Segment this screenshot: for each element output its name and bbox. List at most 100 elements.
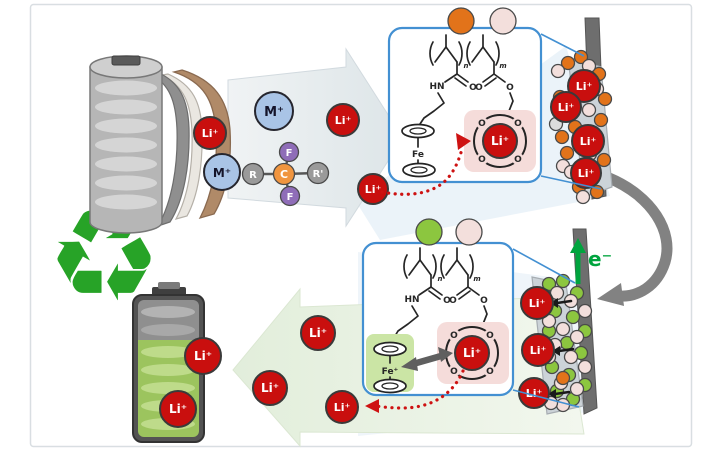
repeat-n-label: n [464, 62, 469, 70]
metal-ion: M⁺ [254, 91, 294, 131]
particle [596, 152, 612, 168]
li-ion-label: Li⁺ [558, 101, 575, 114]
oxygen-label: O [450, 367, 458, 377]
callout-line [512, 248, 576, 284]
particle [569, 381, 585, 397]
particle [565, 309, 581, 325]
li-ion-label: Li⁺ [261, 381, 279, 395]
li-ion: Li⁺ [300, 315, 336, 351]
li-ion-label: Li⁺ [576, 80, 593, 93]
oxygen-label: O [449, 296, 457, 306]
li-ion: Li⁺ [518, 377, 550, 409]
li-ion-label: Li⁺ [530, 344, 547, 357]
polymer-capture-box: n m O HN O O Fe [387, 26, 543, 184]
particle [559, 145, 575, 161]
li-ion: Li⁺ [193, 116, 227, 150]
r-prime-label: R' [313, 169, 324, 180]
carbon-label: C [280, 168, 288, 181]
particle [577, 303, 593, 319]
r-group-label: R [249, 170, 257, 181]
particle [554, 129, 570, 145]
ferrocenium-label: Fe⁺ [382, 367, 399, 377]
oxygen-label: O [469, 83, 477, 93]
oxygen-label: O [486, 331, 494, 341]
r-prime-group-atom: R' [306, 161, 330, 185]
particle [597, 91, 613, 107]
particle-cluster [537, 273, 593, 413]
fluorinated-molecule: F F R R' C [241, 141, 330, 207]
li-ion: Li⁺ [326, 103, 360, 137]
fluorine-atom: F [278, 141, 300, 163]
polymer-release-box: n m O HN O O Fe⁺ [361, 241, 515, 397]
particle [560, 55, 576, 71]
oxygen-label: O [475, 83, 483, 93]
li-ion-label: Li⁺ [529, 297, 546, 310]
li-ion: Li⁺ [550, 91, 582, 123]
fluorine-label: F [286, 148, 293, 159]
particle [550, 63, 566, 79]
callout-line [512, 389, 580, 408]
polymer-backbone: n m O HN O O [391, 247, 488, 342]
cell-layers [95, 80, 157, 210]
particle [569, 329, 585, 345]
li-ion: Li⁺ [570, 157, 602, 189]
li-ion-label: Li⁺ [202, 127, 219, 140]
repeat-n-label: n [438, 275, 443, 283]
particle [577, 359, 593, 375]
li-ion: Li⁺ [184, 337, 222, 375]
oxygen-label: O [514, 119, 522, 129]
li-ion: Li⁺ [325, 390, 359, 424]
electron-flow-arrow-icon: e⁻ [570, 238, 612, 284]
li-ion: Li⁺ [482, 123, 518, 159]
metal-ion-label: M⁺ [264, 105, 284, 120]
li-ion-label: Li⁺ [334, 401, 351, 414]
li-ion-label: Li⁺ [169, 402, 187, 416]
particle [555, 397, 571, 413]
li-ion: Li⁺ [567, 69, 601, 103]
redox-double-arrow-icon [401, 347, 453, 371]
oxygen-label: O [443, 296, 451, 306]
oxygen-label: O [514, 155, 522, 165]
particle [563, 349, 579, 365]
oxygen-label: O [450, 331, 458, 341]
fluorine-label: F [287, 192, 294, 203]
fluorine-atom: F [279, 185, 301, 207]
metal-ion-label: M⁺ [213, 166, 231, 180]
li-ion-label: Li⁺ [309, 326, 327, 340]
repeat-m-label: m [473, 275, 480, 283]
amine-label: HN [429, 82, 444, 92]
particle [555, 321, 571, 337]
li-ion: Li⁺ [520, 286, 554, 320]
oxygen-label: O [506, 83, 514, 93]
repeat-m-label: m [499, 62, 506, 70]
pink-unit-dot [455, 218, 483, 246]
particle [555, 370, 571, 386]
li-ion: Li⁺ [454, 335, 490, 371]
particle [573, 49, 589, 65]
particle [581, 102, 597, 118]
pink-unit-dot [489, 7, 517, 35]
li-ion-label: Li⁺ [578, 167, 595, 180]
amine-label: HN [404, 295, 419, 305]
li-ion: Li⁺ [357, 173, 389, 205]
callout-line [540, 33, 585, 57]
white-sheet [160, 73, 203, 220]
battery-button [158, 282, 180, 289]
green-unit-dot [415, 218, 443, 246]
li-capture-dotted-arrow-icon [380, 133, 471, 196]
li-release-dotted-arrow-icon [365, 369, 465, 413]
metal-ion: M⁺ [203, 153, 241, 191]
li-ion: Li⁺ [571, 124, 605, 158]
carbon-atom: C [272, 162, 296, 186]
cell-terminal [111, 55, 141, 66]
oxygen-label: O [478, 155, 486, 165]
li-ion-label: Li⁺ [365, 183, 382, 196]
li-ion: Li⁺ [159, 390, 197, 428]
li-ion-label: Li⁺ [491, 134, 509, 148]
li-ion-label: Li⁺ [463, 346, 481, 360]
li-ion: Li⁺ [252, 370, 288, 406]
ferrocene-label: Fe [412, 150, 424, 160]
particle [575, 189, 591, 205]
li-ion-label: Li⁺ [194, 349, 212, 363]
callout-line [540, 175, 602, 190]
